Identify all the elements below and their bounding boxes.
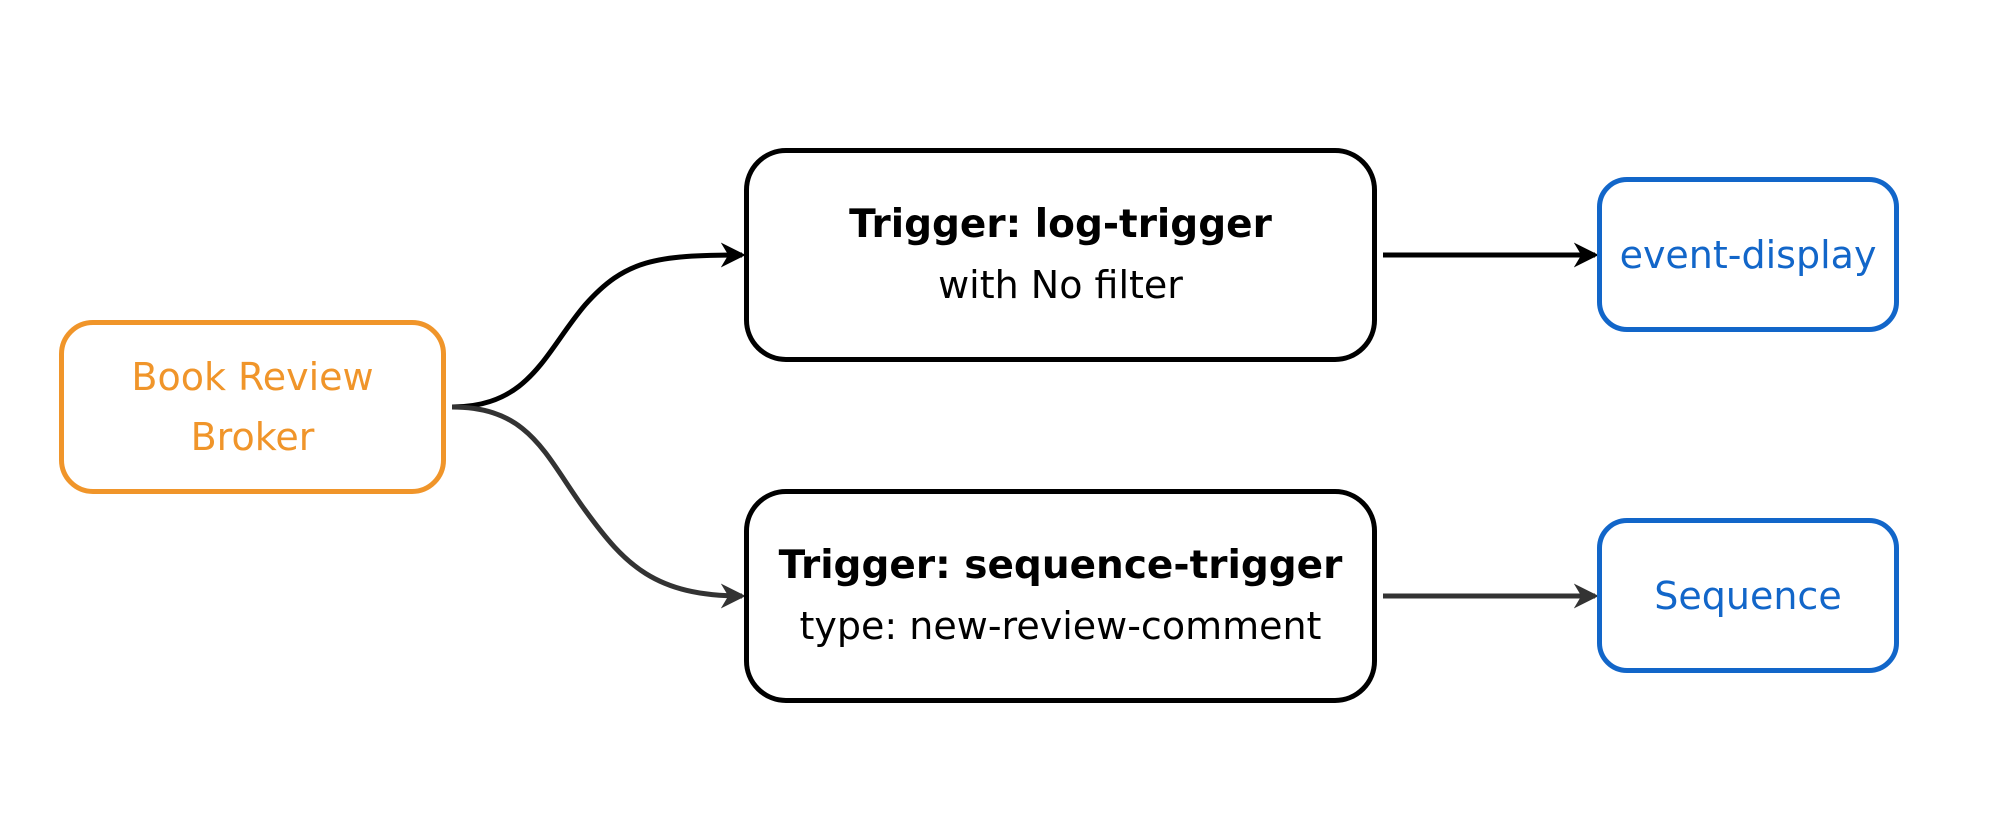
broker-node: Book Review Broker [59,320,446,494]
trigger-filter: with No filter [938,263,1183,307]
broker-label-line1: Book Review [131,355,374,399]
sequence-trigger-node: Trigger: sequence-trigger type: new-revi… [744,489,1377,703]
sequence-node: Sequence [1597,518,1899,673]
edge-broker-to-log-trigger [451,242,746,410]
sink-label: Sequence [1654,573,1842,618]
trigger-name: Trigger: log-trigger [849,202,1272,247]
edge-broker-to-sequence-trigger [451,404,746,609]
trigger-filter: type: new-review-comment [799,604,1322,648]
broker-label-line2: Broker [190,415,315,459]
sink-label: event-display [1619,232,1877,277]
event-display-node: event-display [1597,177,1899,332]
trigger-name: Trigger: sequence-trigger [778,543,1343,588]
log-trigger-node: Trigger: log-trigger with No filter [744,148,1377,362]
